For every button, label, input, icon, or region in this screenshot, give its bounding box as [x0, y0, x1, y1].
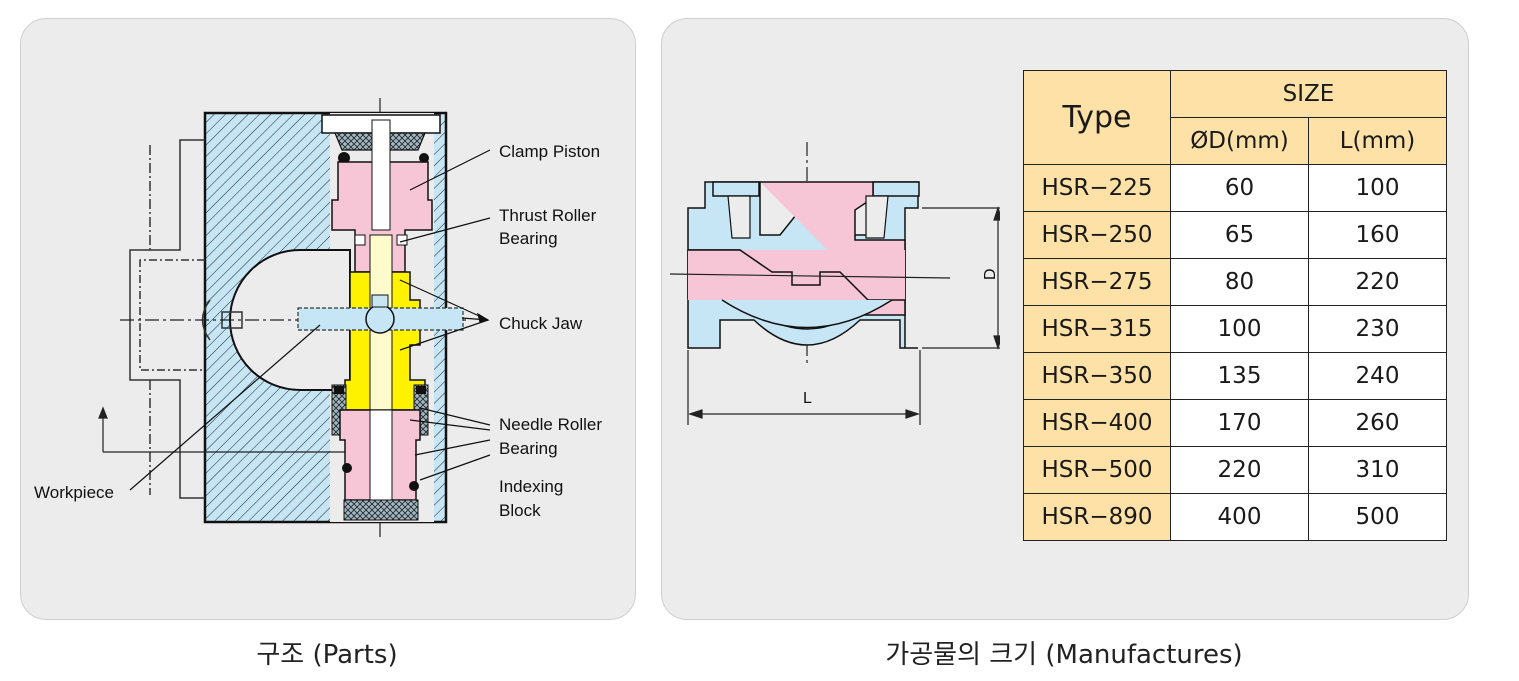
valve-diagram: D L [669, 142, 1000, 425]
dim-d-label: D [982, 268, 999, 280]
type-cell: HSR−275 [1023, 258, 1171, 306]
label-thrust-roller: Thrust Roller [499, 206, 597, 225]
type-cell: HSR−315 [1023, 305, 1171, 353]
type-cell: HSR−500 [1023, 446, 1171, 494]
label-clamp-piston: Clamp Piston [499, 142, 600, 161]
table-header-row: Type SIZE [1023, 70, 1447, 165]
parts-diagram: Clamp Piston Thrust Roller Bearing Chuck… [34, 98, 602, 540]
l-cell: 240 [1308, 352, 1447, 400]
d-cell: 135 [1170, 352, 1309, 400]
col-d-header: ØD(mm) [1170, 117, 1309, 165]
l-cell: 230 [1308, 305, 1447, 353]
d-cell: 65 [1170, 211, 1309, 259]
type-header: Type [1023, 70, 1171, 165]
type-cell: HSR−250 [1023, 211, 1171, 259]
l-cell: 500 [1308, 493, 1447, 541]
manufactures-caption: 가공물의 크기 (Manufactures) [885, 640, 1243, 670]
d-cell: 220 [1170, 446, 1309, 494]
d-cell: 170 [1170, 399, 1309, 447]
d-cell: 60 [1170, 164, 1309, 212]
d-cell: 80 [1170, 258, 1309, 306]
type-cell: HSR−350 [1023, 352, 1171, 400]
l-cell: 160 [1308, 211, 1447, 259]
size-header: SIZE [1170, 70, 1447, 118]
label-workpiece: Workpiece [34, 483, 114, 502]
label-chuck-jaw: Chuck Jaw [499, 314, 583, 333]
label-needle-bearing: Bearing [499, 439, 558, 458]
type-cell: HSR−225 [1023, 164, 1171, 212]
l-cell: 100 [1308, 164, 1447, 212]
col-l-header: L(mm) [1308, 117, 1447, 165]
type-cell: HSR−890 [1023, 493, 1171, 541]
type-cell: HSR−400 [1023, 399, 1171, 447]
d-cell: 100 [1170, 305, 1309, 353]
l-cell: 310 [1308, 446, 1447, 494]
l-cell: 260 [1308, 399, 1447, 447]
label-thrust-bearing: Bearing [499, 229, 558, 248]
label-indexing-block: Block [499, 501, 541, 520]
label-needle-roller: Needle Roller [499, 415, 602, 434]
dim-l-label: L [803, 390, 812, 407]
d-cell: 400 [1170, 493, 1309, 541]
l-cell: 220 [1308, 258, 1447, 306]
table-subheader-row: ØD(mm) L(mm) [1024, 117, 1447, 165]
label-indexing: Indexing [499, 477, 563, 496]
parts-caption: 구조 (Parts) [256, 640, 398, 670]
